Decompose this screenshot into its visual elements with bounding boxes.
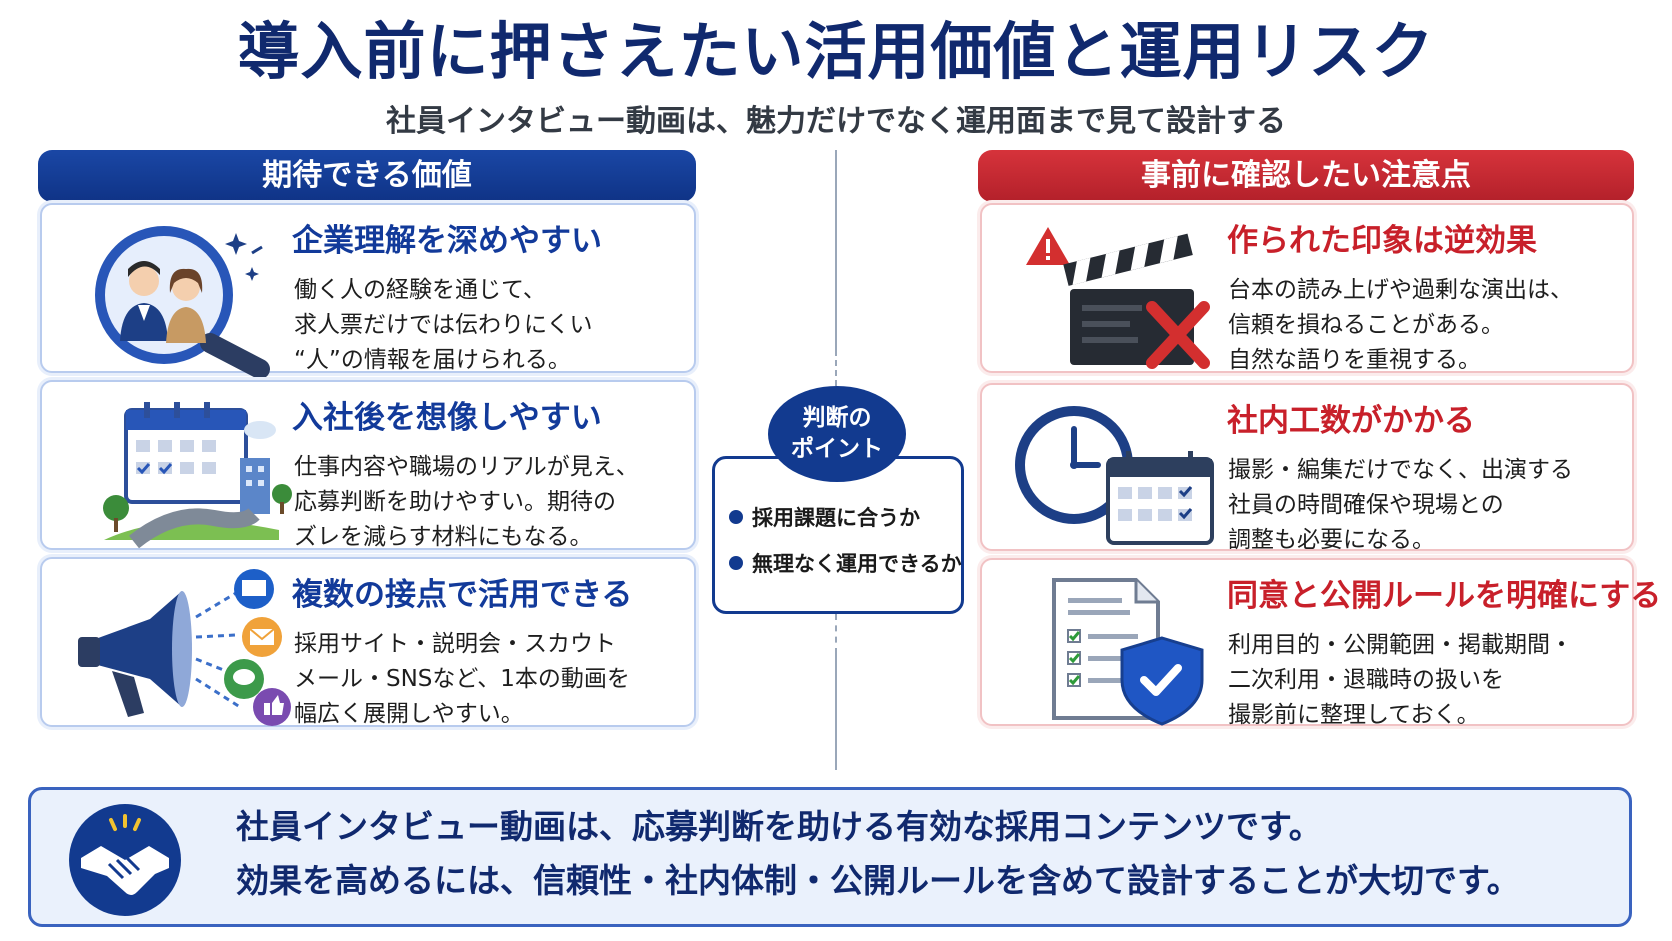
judgment-point-item: 無理なく運用できるか <box>729 549 962 579</box>
card-body: 利用目的・公開範囲・掲載期間・ 二次利用・退職時の扱いを 撮影前に整理しておく。 <box>1228 632 1573 728</box>
page-title: 導入前に押さえたい活用価値と運用リスク <box>237 15 1435 88</box>
center-divider-top <box>835 150 837 350</box>
clapperboard-warning-icon <box>1026 227 1210 369</box>
center-divider-dash-bottom <box>835 614 837 654</box>
risk-card-staged: 作られた印象は逆効果 台本の読み上げや過剰な演出は、 信頼を損ねることがある。 … <box>980 203 1634 373</box>
page-subtitle: 社員インタビュー動画は、魅力だけでなく運用面まで見て設計する <box>386 104 1286 139</box>
bullet-icon <box>729 510 743 524</box>
right-column-header: 事前に確認したい注意点 <box>978 150 1634 202</box>
card-title: 作られた印象は逆効果 <box>1227 223 1537 259</box>
card-body: 採用サイト・説明会・スカウト メール・SNSなど、1本の動画を 幅広く展開しやす… <box>294 631 630 727</box>
summary-line-1: 社員インタビュー動画は、応募判断を助ける有効な採用コンテンツです。 <box>236 807 1322 846</box>
document-shield-icon <box>1052 578 1204 726</box>
card-title: 社内工数がかかる <box>1227 403 1475 439</box>
center-divider-bottom <box>835 654 837 770</box>
summary-line-2: 効果を高めるには、信頼性・社内体制・公開ルールを含めて設計することが大切です。 <box>236 861 1520 900</box>
left-column-header: 期待できる価値 <box>38 150 696 202</box>
card-body: 仕事内容や職場のリアルが見え、 応募判断を助けやすい。期待の ズレを減らす材料に… <box>294 454 639 550</box>
value-card-imagine: 入社後を想像しやすい 仕事内容や職場のリアルが見え、 応募判断を助けやすい。期待… <box>40 380 696 550</box>
card-title: 企業理解を深めやすい <box>292 223 602 259</box>
value-card-channels: 複数の接点で活用できる 採用サイト・説明会・スカウト メール・SNSなど、1本の… <box>40 557 696 727</box>
card-body: 撮影・編集だけでなく、出演する 社員の時間確保や現場との 調整も必要になる。 <box>1228 457 1573 553</box>
summary-box: 社員インタビュー動画は、応募判断を助ける有効な採用コンテンツです。 効果を高める… <box>28 787 1632 927</box>
card-body: 働く人の経験を通じて、 求人票だけでは伝わりにくい “人”の情報を届けられる。 <box>294 277 593 373</box>
judgment-point-box: 採用課題に合うか 無理なく運用できるか <box>712 456 964 614</box>
risk-card-consent: 同意と公開ルールを明確にする 利用目的・公開範囲・掲載期間・ 二次利用・退職時の… <box>980 558 1661 728</box>
clock-calendar-icon <box>1015 406 1214 545</box>
card-title: 同意と公開ルールを明確にする <box>1227 578 1662 614</box>
risk-card-workload: 社内工数がかかる 撮影・編集だけでなく、出演する 社員の時間確保や現場との 調整… <box>980 383 1634 553</box>
judgment-point-item: 採用課題に合うか <box>729 503 920 533</box>
handshake-icon <box>69 804 181 916</box>
card-title: 入社後を想像しやすい <box>292 400 602 436</box>
magnifier-employees-icon <box>95 226 270 379</box>
bullet-icon <box>729 556 743 570</box>
megaphone-channels-icon <box>78 569 291 726</box>
calendar-road-icon <box>103 402 292 549</box>
card-body: 台本の読み上げや過剰な演出は、 信頼を損ねることがある。 自然な語りを重視する。 <box>1228 277 1573 373</box>
card-title: 複数の接点で活用できる <box>292 577 633 613</box>
center-divider-dash-top <box>835 330 837 386</box>
judgment-point-label: 判断の ポイント <box>768 386 906 482</box>
value-card-understanding: 企業理解を深めやすい 働く人の経験を通じて、 求人票だけでは伝わりにくい “人”… <box>40 203 696 379</box>
